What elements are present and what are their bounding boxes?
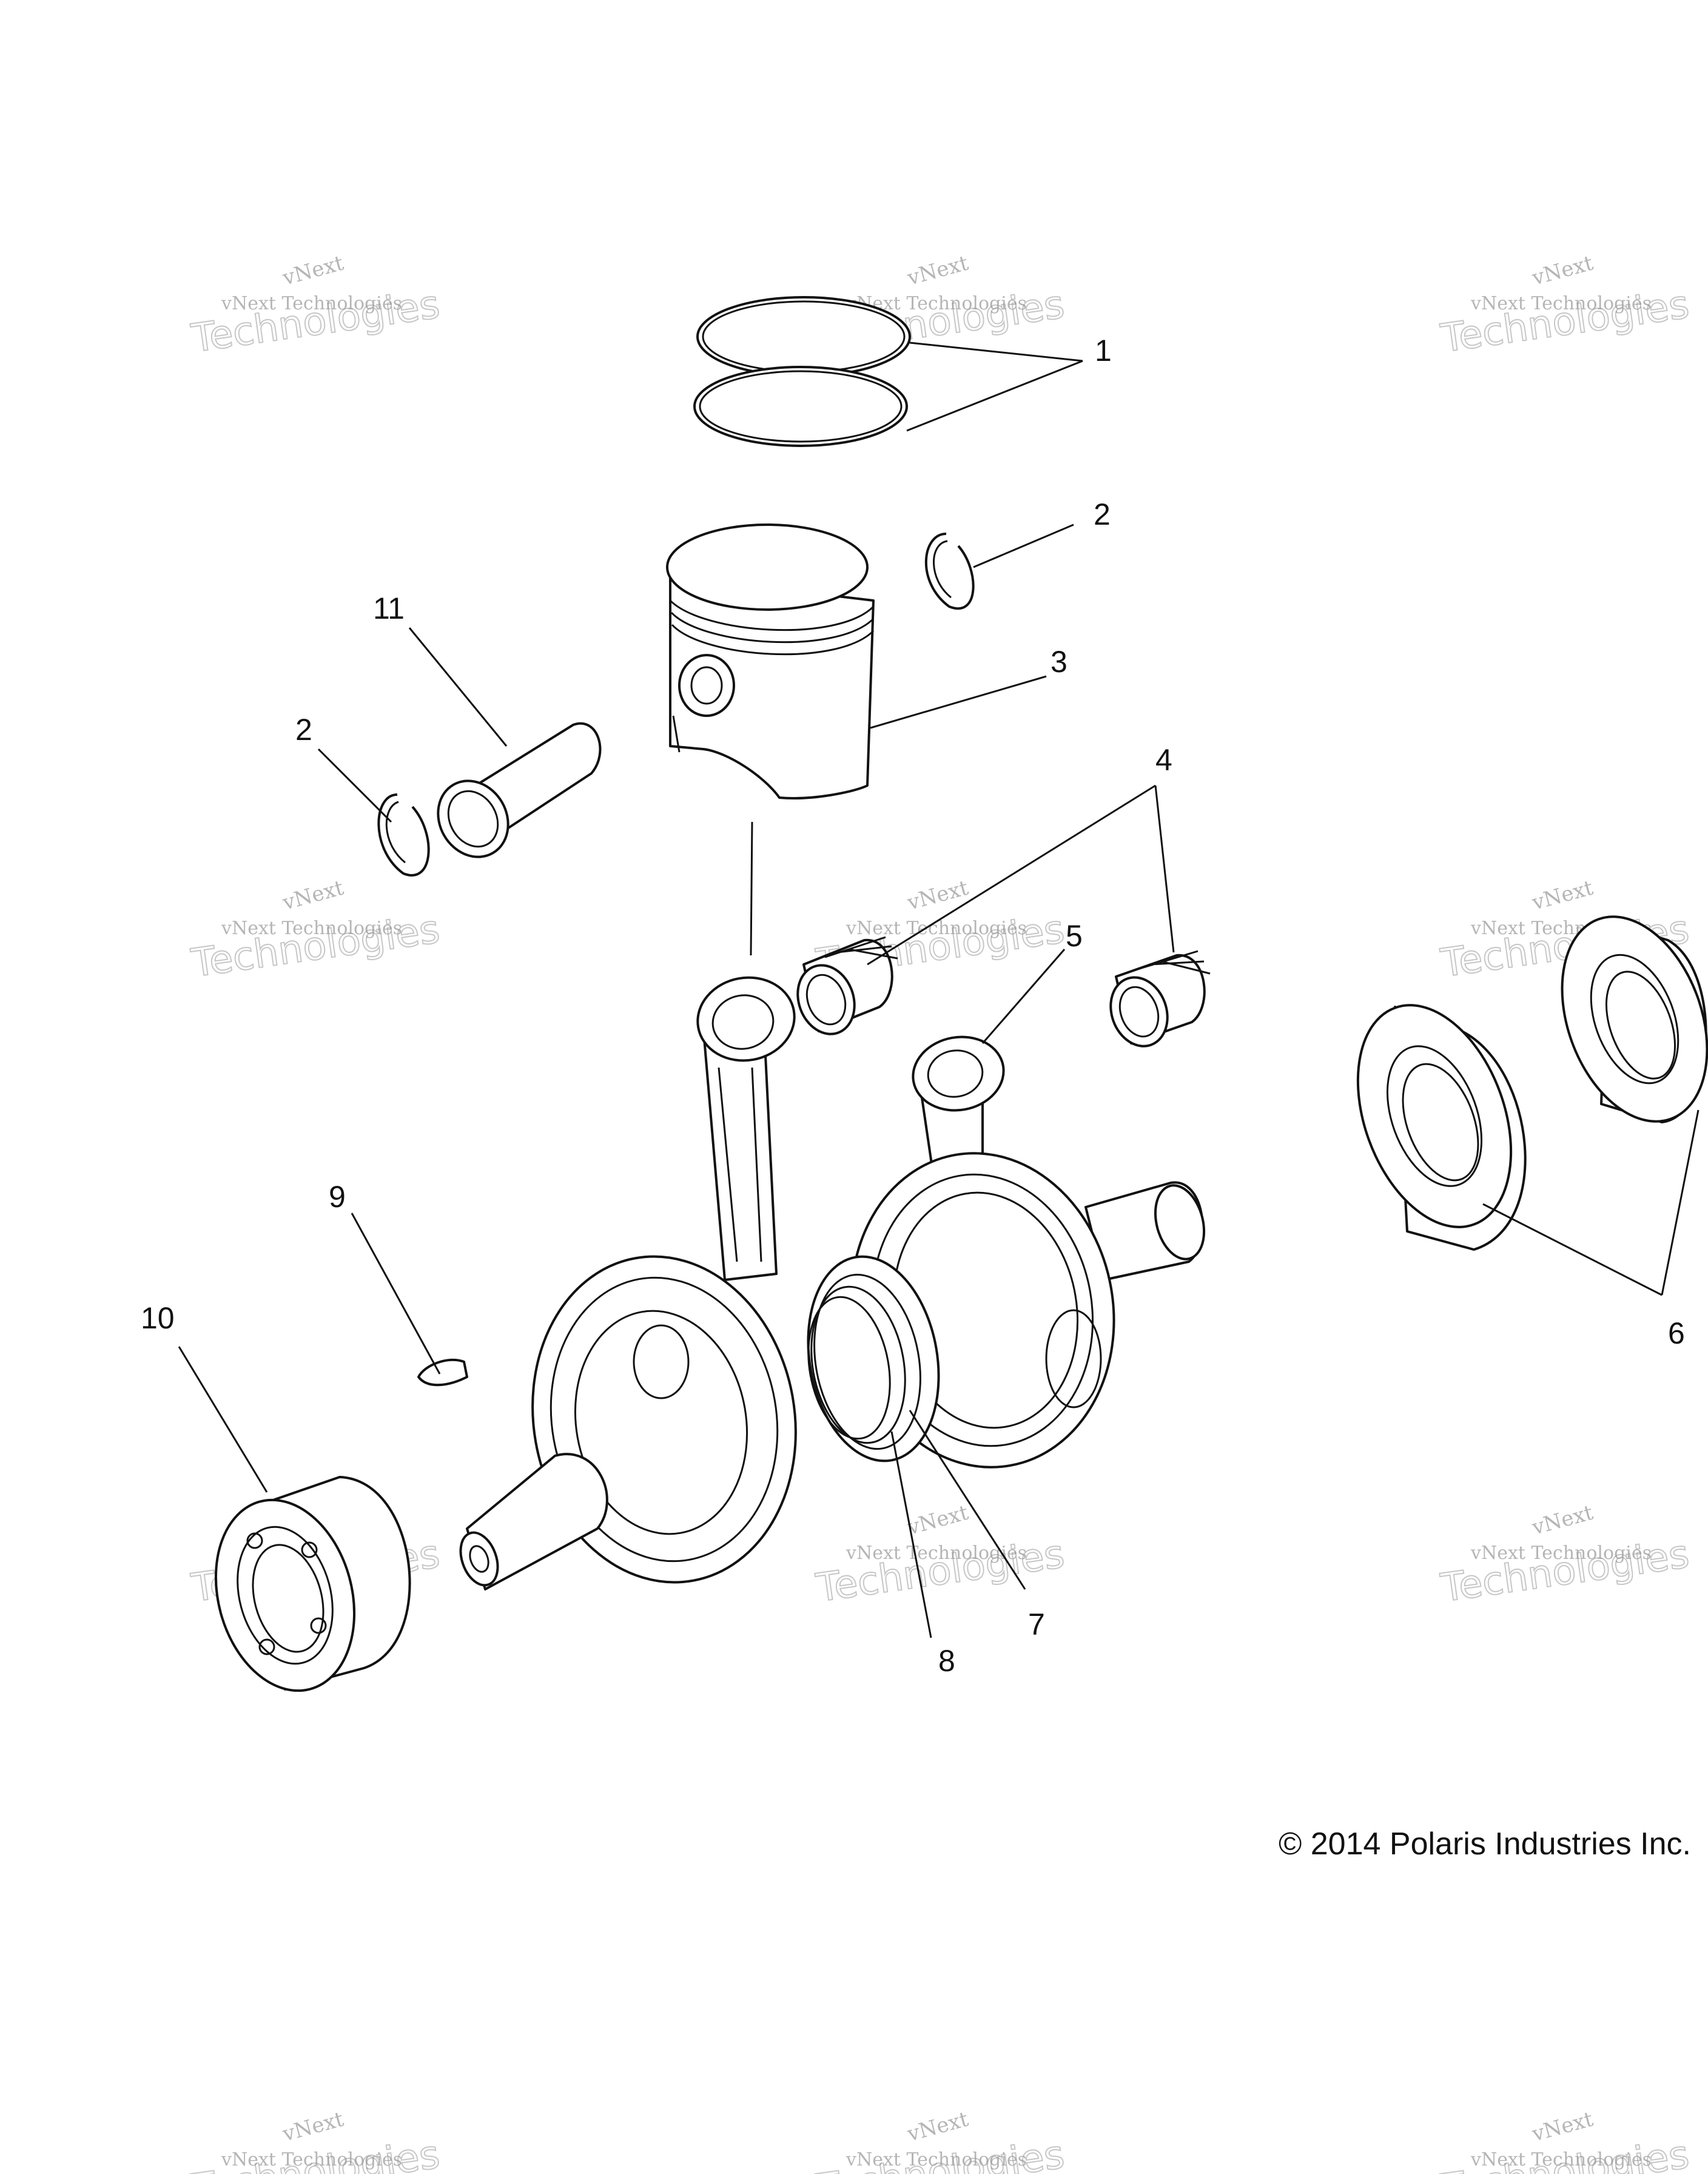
callout-1: 1 [1095, 334, 1112, 368]
watermark-small: vNext Technologies [221, 293, 402, 314]
watermark: vNext vNext Technologies Technologies [813, 1501, 1068, 1612]
watermark-top: vNext [280, 876, 346, 915]
copyright-notice: © 2014 Polaris Industries Inc. [1279, 1826, 1691, 1862]
watermark-top: vNext [280, 2107, 346, 2147]
roller-bearing [214, 1476, 411, 1692]
watermark-top: vNext [904, 876, 971, 915]
callout-4: 4 [1155, 743, 1172, 777]
watermark: vNext vNext Technologies Technologies [1437, 251, 1692, 362]
crankshaft-assembly [459, 976, 1206, 1590]
needle-bearing-left [796, 936, 898, 1035]
circlip-right [924, 533, 975, 610]
watermark-small: vNext Technologies [1470, 293, 1652, 314]
watermark-small: vNext Technologies [221, 918, 402, 939]
callout-9: 9 [329, 1180, 346, 1214]
watermark: vNext vNext Technologies Technologies [188, 2107, 443, 2174]
watermark: vNext vNext Technologies Technologies [1437, 1501, 1692, 1612]
watermark-top: vNext [904, 2107, 971, 2147]
watermark-top: vNext [280, 251, 346, 291]
watermark: vNext vNext Technologies Technologies [188, 251, 443, 362]
callout-7: 7 [1028, 1607, 1045, 1641]
callout-labels: 1 2 2 3 4 5 6 7 8 9 10 11 [141, 334, 1685, 1678]
watermark: vNext vNext Technologies Technologies [188, 876, 443, 987]
piston-rings [693, 296, 911, 447]
leader-lines [178, 342, 1700, 1638]
callout-10: 10 [141, 1301, 175, 1335]
connecting-rod-front [696, 976, 796, 1281]
crank-seal-labyrinth [807, 1255, 940, 1462]
main-bearing-left [1356, 1004, 1527, 1251]
callout-3: 3 [1051, 645, 1068, 679]
watermark-small: vNext Technologies [846, 2149, 1027, 2170]
watermark-top: vNext [1529, 2107, 1596, 2147]
watermark-small: vNext Technologies [1470, 1543, 1652, 1564]
callout-8: 8 [938, 1644, 955, 1678]
callout-6: 6 [1668, 1316, 1685, 1350]
watermark-top: vNext [904, 251, 971, 291]
callout-11: 11 [373, 591, 405, 625]
piston-pin [437, 722, 602, 858]
needle-bearing-right [1109, 950, 1211, 1048]
callout-2-right: 2 [1094, 497, 1111, 531]
watermark-top: vNext [1529, 876, 1596, 915]
callout-2-left: 2 [295, 713, 312, 747]
circlip-left [377, 793, 430, 877]
watermark: vNext vNext Technologies Technologies [813, 2107, 1068, 2174]
watermark: vNext vNext Technologies Technologies [1437, 2107, 1692, 2174]
callout-5: 5 [1066, 919, 1083, 953]
watermark-top: vNext [904, 1501, 971, 1540]
piston [666, 523, 875, 799]
watermark-top: vNext [1529, 251, 1596, 291]
main-bearing-right [1561, 915, 1708, 1123]
woodruff-key [417, 1358, 468, 1387]
watermark-small: vNext Technologies [221, 2149, 402, 2170]
watermark-top: vNext [1529, 1501, 1596, 1540]
watermark-small: vNext Technologies [1470, 2149, 1652, 2170]
